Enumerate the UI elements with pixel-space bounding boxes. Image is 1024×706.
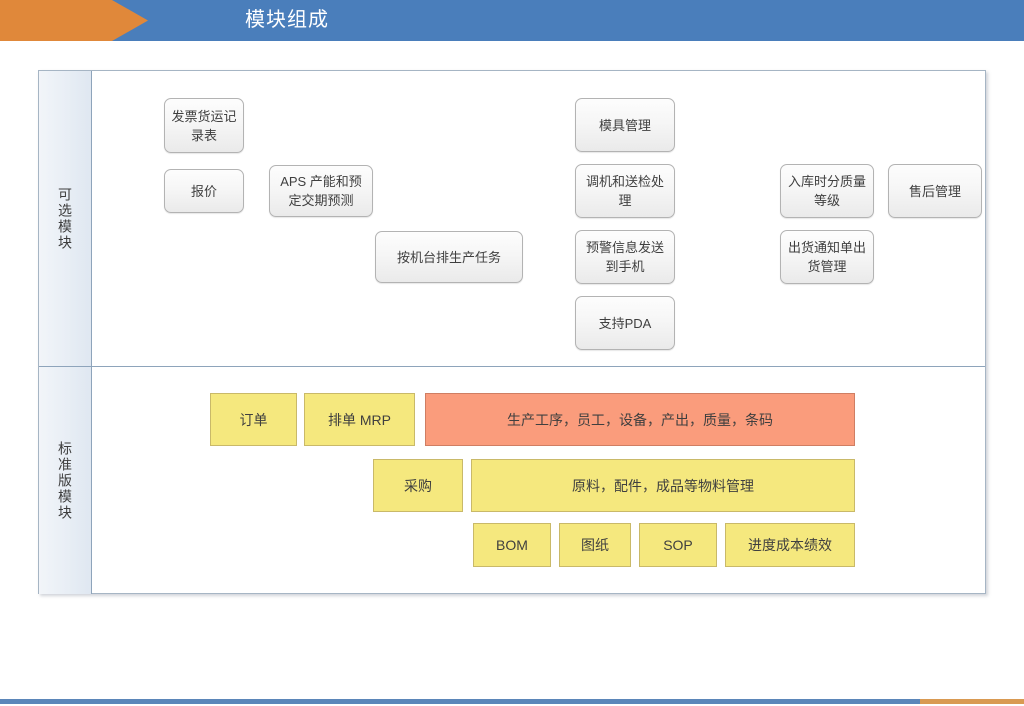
header-arrow-shape	[0, 0, 148, 41]
module-alert-push-to-phone[interactable]: 预警信息发送到手机	[575, 230, 675, 284]
module-label: 进度成本绩效	[748, 537, 832, 553]
module-mold-management[interactable]: 模具管理	[575, 98, 675, 152]
module-invoice-shipping-record[interactable]: 发票货运记录表	[164, 98, 244, 153]
band-label-standard-text: 标准版模块	[57, 440, 73, 521]
footer-bar-blue-segment	[0, 699, 920, 704]
footer-bar-orange-segment	[920, 699, 1024, 704]
module-production-core[interactable]: 生产工序，员工，设备，产出，质量，条码	[425, 393, 855, 446]
header-banner: 模块组成	[0, 0, 1024, 41]
module-label: 报价	[190, 183, 217, 199]
module-quotation[interactable]: 报价	[164, 169, 244, 213]
module-label: SOP	[663, 537, 693, 553]
module-machine-schedule-tasks[interactable]: 按机台排生产任务	[375, 231, 523, 283]
module-label: 支持PDA	[598, 315, 652, 331]
module-machine-adjust-inspect[interactable]: 调机和送检处理	[575, 164, 675, 218]
module-label: 出货通知单出货管理	[787, 240, 866, 274]
module-drawings[interactable]: 图纸	[559, 523, 631, 567]
footer-bar	[0, 699, 1024, 704]
module-after-sales-management[interactable]: 售后管理	[888, 164, 982, 218]
module-label: 调机和送检处理	[585, 174, 664, 208]
module-aps-capacity-forecast[interactable]: APS 产能和预定交期预测	[269, 165, 373, 217]
module-label: 采购	[404, 477, 432, 494]
page-title: 模块组成	[245, 9, 329, 31]
module-label: 按机台排生产任务	[396, 249, 501, 265]
band-label-optional: 可选模块	[39, 71, 92, 366]
module-bom[interactable]: BOM	[473, 523, 551, 567]
band-label-standard: 标准版模块	[39, 367, 92, 594]
module-label: 图纸	[581, 537, 609, 553]
module-purchasing[interactable]: 采购	[373, 459, 463, 512]
module-label: BOM	[496, 537, 528, 553]
module-schedule-mrp[interactable]: 排单 MRP	[304, 393, 415, 446]
module-sop[interactable]: SOP	[639, 523, 717, 567]
module-label: 排单 MRP	[328, 411, 391, 428]
band-optional-modules: 可选模块 发票货运记录表 报价 APS 产能和预定交期预测 按机台排生产任务 模…	[39, 71, 985, 367]
module-progress-cost-kpi[interactable]: 进度成本绩效	[725, 523, 855, 567]
module-order[interactable]: 订单	[210, 393, 297, 446]
module-composition-diagram: 可选模块 发票货运记录表 报价 APS 产能和预定交期预测 按机台排生产任务 模…	[38, 70, 986, 594]
module-material-management[interactable]: 原料，配件，成品等物料管理	[471, 459, 855, 512]
module-label: 模具管理	[598, 117, 651, 133]
module-label: 订单	[239, 411, 268, 428]
module-label: 发票货运记录表	[171, 108, 237, 143]
module-inbound-quality-grade[interactable]: 入库时分质量等级	[780, 164, 874, 218]
band-label-optional-text: 可选模块	[57, 186, 73, 251]
module-label: 售后管理	[908, 183, 961, 199]
module-label: 原料，配件，成品等物料管理	[572, 477, 754, 494]
module-label: 入库时分质量等级	[787, 174, 866, 208]
band-standard-modules: 标准版模块 订单 排单 MRP 生产工序，员工，设备，产出，质量，条码 采购 原…	[39, 367, 985, 594]
module-label: APS 产能和预定交期预测	[280, 174, 362, 208]
module-shipping-notice-manage[interactable]: 出货通知单出货管理	[780, 230, 874, 284]
module-label: 预警信息发送到手机	[585, 240, 664, 274]
module-label: 生产工序，员工，设备，产出，质量，条码	[507, 411, 773, 428]
module-pda-support[interactable]: 支持PDA	[575, 296, 675, 350]
